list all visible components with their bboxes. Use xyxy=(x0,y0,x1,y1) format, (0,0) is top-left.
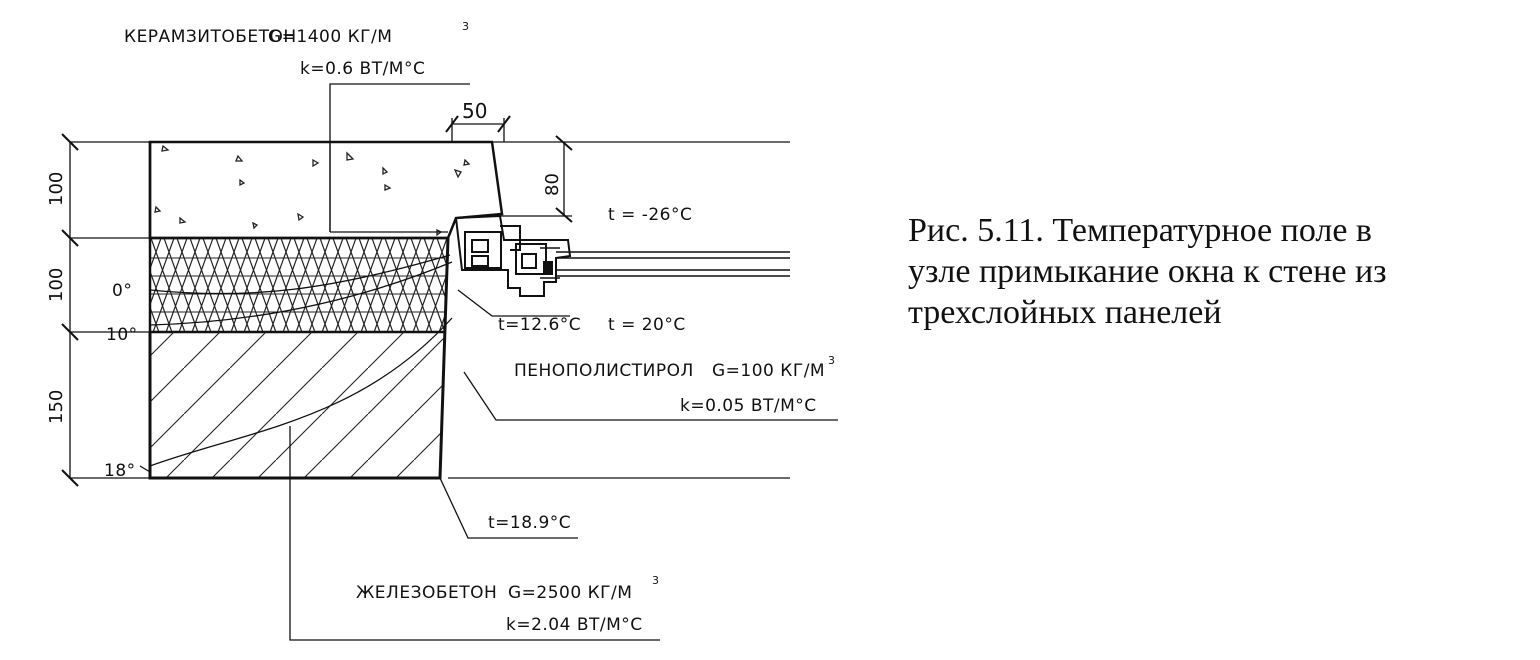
leader-lines xyxy=(139,83,838,641)
temperature-insulation-corner: t=12.6°С xyxy=(498,315,581,335)
label-polystyrene: ПЕНОПОЛИСТИРОЛ G=100 КГ/М 3 k=0.05 ВТ/М°… xyxy=(514,354,836,416)
expanded-clay-concrete-layer xyxy=(148,140,504,240)
material-conductivity-reinforced-concrete: k=2.04 ВТ/М°С xyxy=(506,615,643,635)
label-reinforced-concrete: ЖЕЛЕЗОБЕТОН G=2500 КГ/М 3 k=2.04 ВТ/М°С xyxy=(356,574,660,635)
isotherm-label-0: 0° xyxy=(112,281,132,301)
caption-line-2: узле примыкание окна к стене из xyxy=(908,253,1387,290)
figure-caption: Рис. 5.11. Температурное поле в узле при… xyxy=(908,210,1528,333)
temperature-inside: t = 20°С xyxy=(608,315,686,335)
dimension-insulation-layer: 100 xyxy=(46,268,67,302)
caption-line-1: Рис. 5.11. Температурное поле в xyxy=(908,212,1372,249)
density-exponent: 3 xyxy=(652,574,660,587)
material-density-expanded-clay: G=1400 КГ/М xyxy=(268,27,392,47)
temperature-bottom-corner: t=18.9°С xyxy=(488,513,571,533)
material-name-polystyrene: ПЕНОПОЛИСТИРОЛ xyxy=(514,361,694,381)
dimension-concrete-layer: 150 xyxy=(46,390,67,424)
window-frame xyxy=(454,214,572,297)
isotherm-label-10: 10° xyxy=(106,325,138,345)
polystyrene-insulation-layer xyxy=(150,236,448,334)
density-exponent: 3 xyxy=(462,20,470,33)
material-density-reinforced-concrete: G=2500 КГ/М xyxy=(508,583,632,603)
glazing-lines xyxy=(556,251,790,277)
temperature-outside: t = -26°С xyxy=(608,205,692,225)
material-name-reinforced-concrete: ЖЕЛЕЗОБЕТОН xyxy=(356,583,497,603)
isotherm-lines xyxy=(149,254,453,467)
isotherm-label-18: 18° xyxy=(104,461,136,481)
reinforced-concrete-layer xyxy=(148,142,450,480)
dimension-width: 50 xyxy=(462,99,487,123)
label-expanded-clay-concrete: КЕРАМЗИТОБЕТОН G=1400 КГ/М 3 k=0.6 ВТ/М°… xyxy=(124,20,470,79)
dimension-height: 80 xyxy=(542,173,563,196)
dimension-top-layer: 100 xyxy=(46,172,67,206)
material-conductivity-polystyrene: k=0.05 ВТ/М°С xyxy=(680,396,817,416)
material-conductivity-expanded-clay: k=0.6 ВТ/М°С xyxy=(300,59,425,79)
density-exponent: 3 xyxy=(828,354,836,367)
material-name-expanded-clay: КЕРАМЗИТОБЕТОН xyxy=(124,27,297,47)
caption-line-3: трехслойных панелей xyxy=(908,294,1222,331)
dimension-lines xyxy=(61,115,790,487)
material-density-polystyrene: G=100 КГ/М xyxy=(712,361,825,381)
